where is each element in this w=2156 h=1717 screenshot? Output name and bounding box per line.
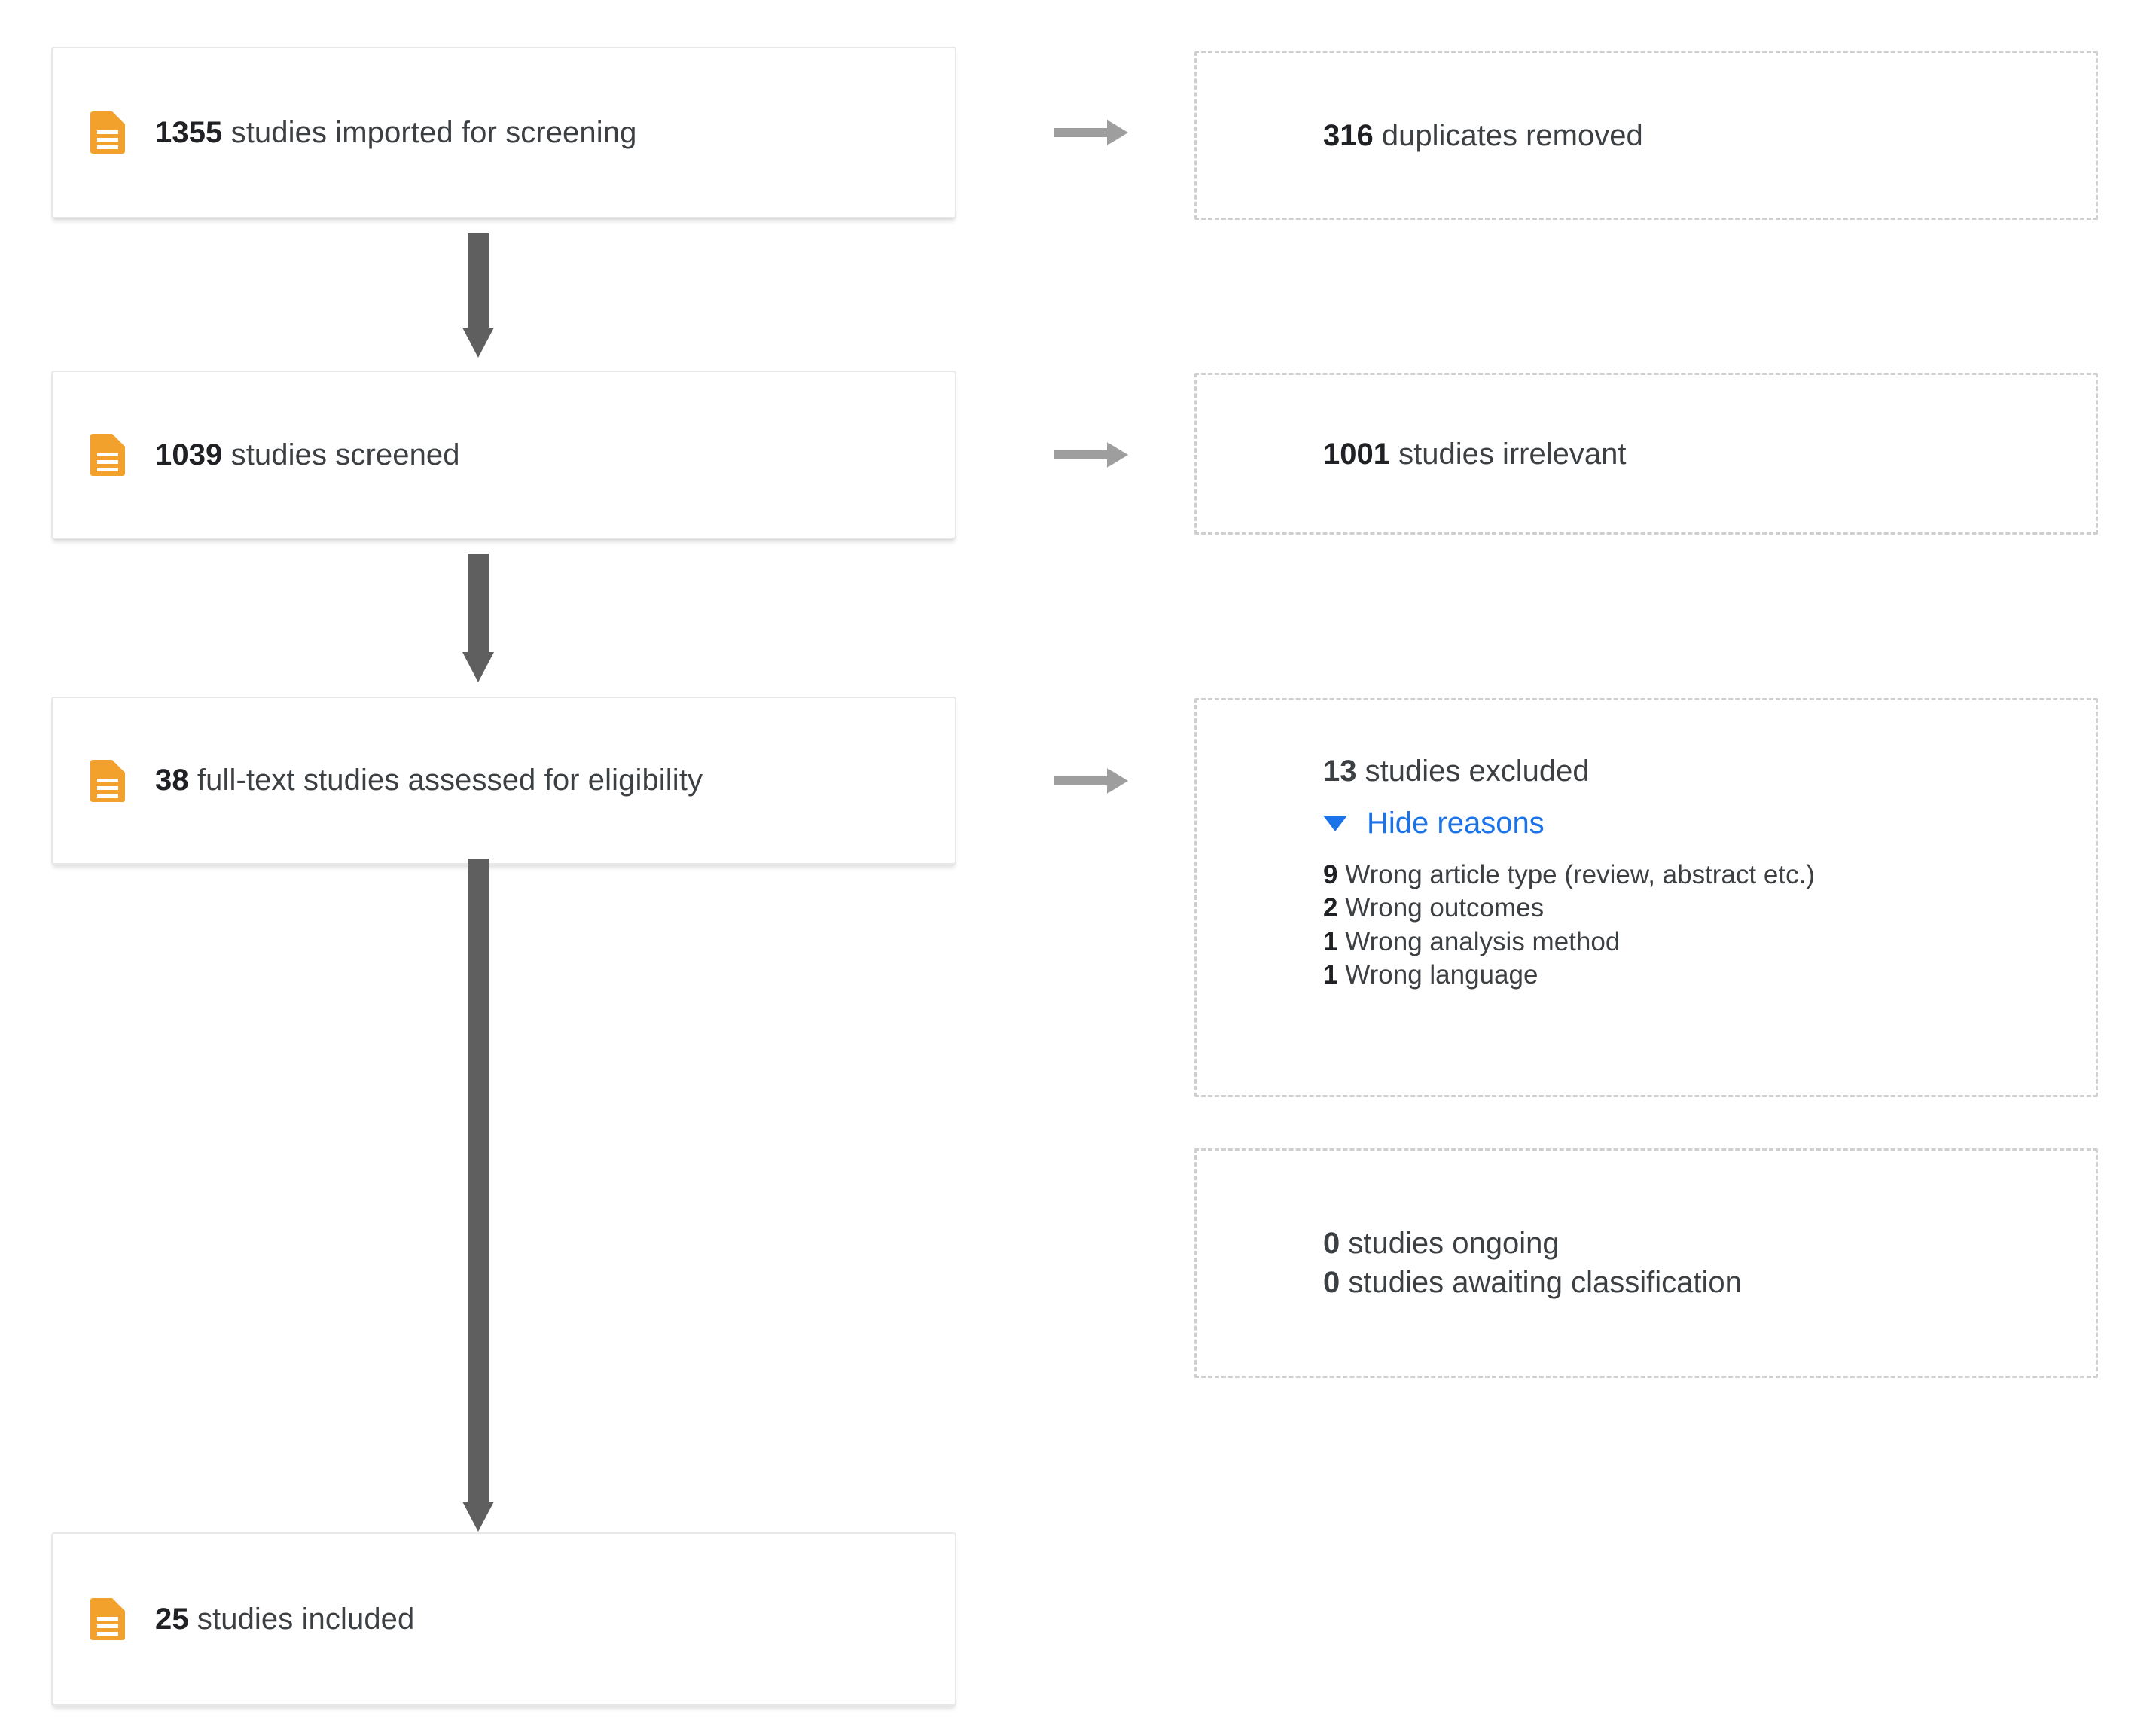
flow-arrow-down-2 xyxy=(462,554,494,683)
excluded-label: studies excluded xyxy=(1365,755,1590,788)
exclusion-box-irrelevant: 1001 studies irrelevant xyxy=(1194,373,2098,535)
stage-card-included[interactable]: 25 studies included xyxy=(51,1532,956,1706)
hide-reasons-label: Hide reasons xyxy=(1367,807,1545,840)
status-box-ongoing: 0 studies ongoing 0 studies awaiting cla… xyxy=(1194,1148,2098,1378)
exclusion-count: 316 xyxy=(1323,119,1374,152)
stage-card-label: 25 studies included xyxy=(155,1603,414,1636)
exclusion-reason-item: 1 Wrong analysis method xyxy=(1323,926,2073,959)
document-icon xyxy=(90,759,125,802)
document-icon xyxy=(90,434,125,476)
stage-count: 38 xyxy=(155,764,189,797)
stage-card-imported[interactable]: 1355 studies imported for screening xyxy=(51,47,956,218)
exclusion-box-excluded: 13 studies excluded Hide reasons 9 Wrong… xyxy=(1194,698,2098,1097)
stage-count: 1355 xyxy=(155,115,223,149)
reason-count: 9 xyxy=(1323,860,1338,889)
flow-arrow-down-1 xyxy=(462,233,494,358)
exclusion-reason-item: 1 Wrong language xyxy=(1323,959,2073,992)
status-count: 0 xyxy=(1323,1227,1340,1261)
stage-card-label: 38 full-text studies assessed for eligib… xyxy=(155,764,703,798)
exclusion-label: duplicates removed xyxy=(1381,119,1643,152)
exclusion-line: 1001 studies irrelevant xyxy=(1323,439,1626,469)
excluded-count: 13 xyxy=(1323,755,1357,788)
exclusion-reason-list: 9 Wrong article type (review, abstract e… xyxy=(1323,858,2073,993)
status-line: 0 studies ongoing xyxy=(1323,1224,1742,1263)
exclusion-line: 316 duplicates removed xyxy=(1323,120,1643,151)
reason-count: 1 xyxy=(1323,960,1338,990)
stage-label: studies included xyxy=(197,1602,415,1636)
stage-label: studies imported for screening xyxy=(230,115,637,149)
exclusion-content: 1001 studies irrelevant xyxy=(1197,439,1648,469)
flow-arrow-right-2 xyxy=(1054,442,1128,468)
status-count: 0 xyxy=(1323,1265,1340,1299)
exclusion-content: 316 duplicates removed xyxy=(1197,120,1666,151)
status-label: studies ongoing xyxy=(1348,1227,1560,1261)
flow-arrow-right-3 xyxy=(1054,768,1128,794)
exclusion-reason-item: 2 Wrong outcomes xyxy=(1323,892,2073,925)
stage-label: studies screened xyxy=(230,438,460,471)
stage-count: 25 xyxy=(155,1602,189,1636)
stage-count: 1039 xyxy=(155,438,223,471)
excluded-summary: 13 studies excluded xyxy=(1323,755,2073,788)
exclusion-reason-item: 9 Wrong article type (review, abstract e… xyxy=(1323,858,2073,892)
reason-count: 1 xyxy=(1323,926,1338,956)
stage-card-screened[interactable]: 1039 studies screened xyxy=(51,371,956,539)
stage-card-content: 1355 studies imported for screening xyxy=(53,111,636,154)
stage-card-label: 1355 studies imported for screening xyxy=(155,116,636,150)
reason-label: Wrong outcomes xyxy=(1345,893,1545,923)
document-icon xyxy=(90,111,125,154)
stage-card-fulltext[interactable]: 38 full-text studies assessed for eligib… xyxy=(51,697,956,865)
reason-label: Wrong article type (review, abstract etc… xyxy=(1345,860,1815,889)
stage-card-content: 25 studies included xyxy=(53,1598,414,1640)
status-label: studies awaiting classification xyxy=(1348,1265,1742,1299)
stage-card-content: 38 full-text studies assessed for eligib… xyxy=(53,759,703,802)
hide-reasons-toggle[interactable]: Hide reasons xyxy=(1323,807,2073,840)
excluded-content: 13 studies excluded Hide reasons 9 Wrong… xyxy=(1197,700,2096,993)
exclusion-count: 1001 xyxy=(1323,437,1390,471)
exclusion-label: studies irrelevant xyxy=(1398,437,1627,471)
flow-arrow-right-1 xyxy=(1054,120,1128,145)
exclusion-box-duplicates: 316 duplicates removed xyxy=(1194,51,2098,220)
status-content: 0 studies ongoing 0 studies awaiting cla… xyxy=(1197,1224,1764,1301)
reason-count: 2 xyxy=(1323,893,1338,923)
status-line: 0 studies awaiting classification xyxy=(1323,1264,1742,1302)
stage-card-content: 1039 studies screened xyxy=(53,434,460,476)
reason-label: Wrong analysis method xyxy=(1345,926,1621,956)
flow-arrow-down-3 xyxy=(462,858,494,1532)
reason-label: Wrong language xyxy=(1345,960,1538,990)
caret-down-icon xyxy=(1323,816,1347,831)
stage-card-label: 1039 studies screened xyxy=(155,438,460,472)
stage-label: full-text studies assessed for eligibili… xyxy=(197,764,703,797)
document-icon xyxy=(90,1598,125,1640)
